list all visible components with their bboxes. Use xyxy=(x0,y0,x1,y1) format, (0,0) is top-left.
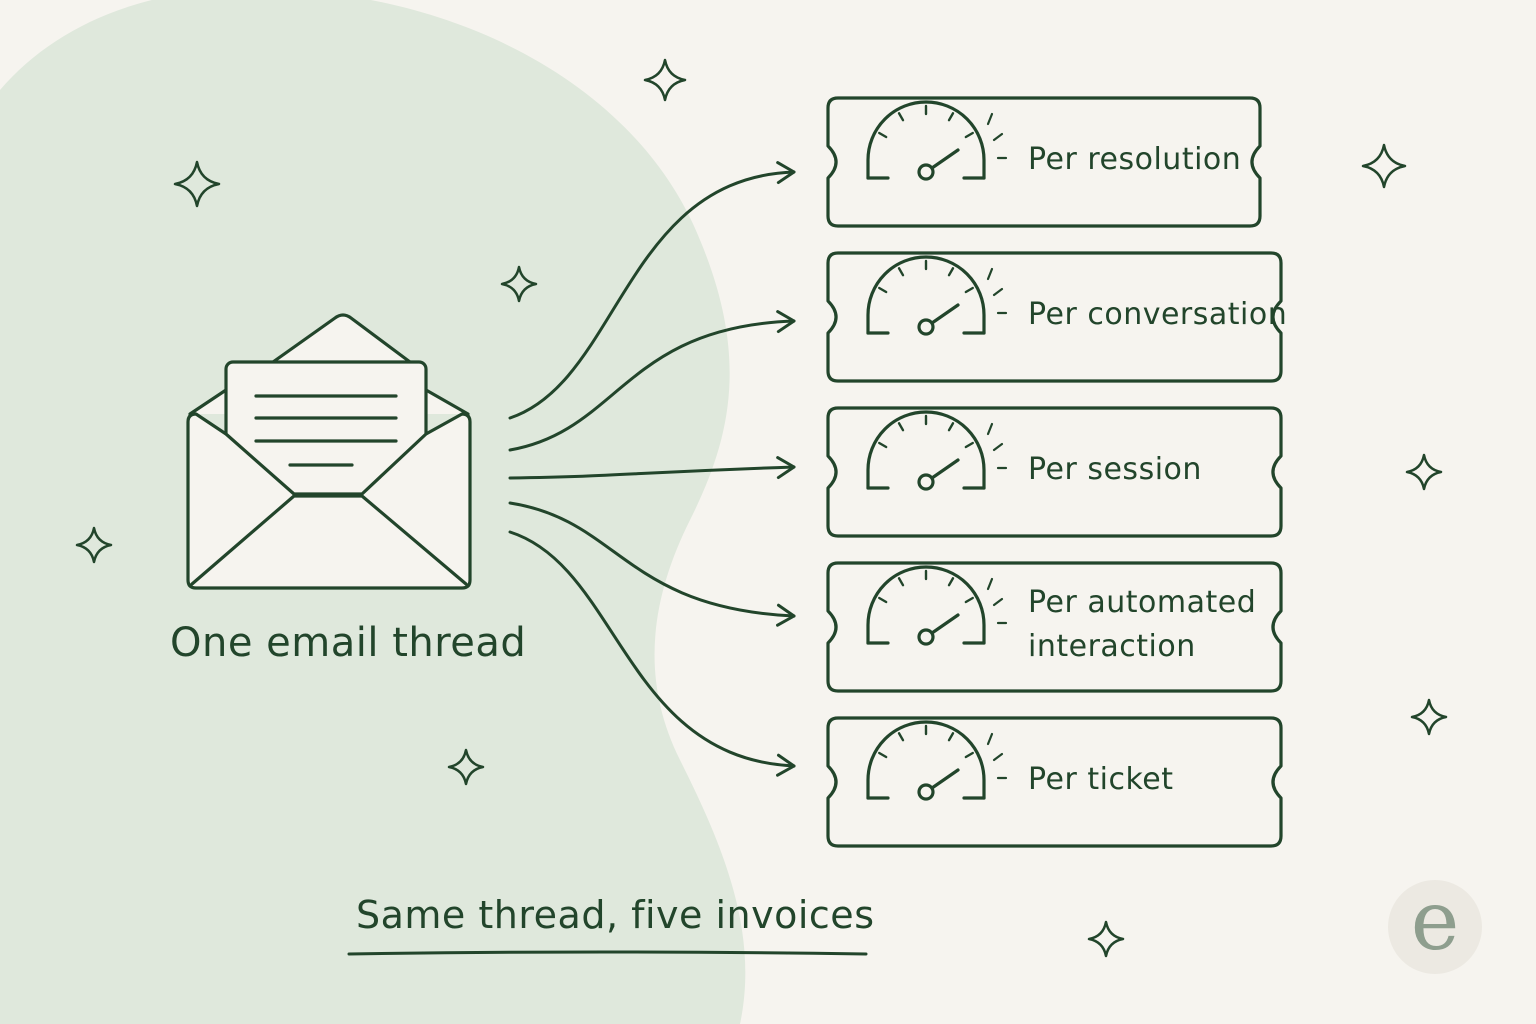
gauge-icon xyxy=(866,565,1008,646)
sparkle-icon xyxy=(500,265,538,303)
connector-arrow xyxy=(508,161,796,420)
envelope-fold xyxy=(190,494,468,586)
pricing-ticket xyxy=(826,406,1283,538)
ticket-outline xyxy=(826,406,1283,538)
sparkle-icon xyxy=(173,160,221,208)
gauge-icon xyxy=(866,255,1008,336)
source-label: One email thread xyxy=(170,620,527,666)
pricing-ticket xyxy=(826,96,1262,228)
sparkle-icon xyxy=(447,748,485,786)
sparkle-icon xyxy=(1405,453,1443,491)
connector-arrow xyxy=(508,530,796,777)
ticket-label: Per session xyxy=(1028,452,1202,487)
caption: Same thread, five invoices xyxy=(356,893,875,937)
ticket-label: Per resolution xyxy=(1028,142,1242,177)
ticket-outline xyxy=(826,561,1283,693)
ticket-outline xyxy=(826,96,1262,228)
brand-logo: e xyxy=(1388,880,1482,974)
ticket-label: Per automated xyxy=(1028,585,1257,620)
pricing-ticket xyxy=(826,561,1283,693)
connector-arrow xyxy=(508,456,796,480)
sparkle-icon xyxy=(1410,698,1448,736)
ticket-outline xyxy=(826,251,1283,383)
pricing-ticket xyxy=(826,251,1283,383)
ticket-label: Per ticket xyxy=(1028,762,1174,797)
logo-letter: e xyxy=(1410,874,1460,969)
connector-arrow xyxy=(508,310,796,452)
gauge-icon xyxy=(866,410,1008,491)
ticket-label: Per conversation xyxy=(1028,297,1288,332)
envelope-icon xyxy=(186,313,472,590)
sparkle-icon xyxy=(1361,143,1407,189)
ticket-outline xyxy=(826,716,1283,848)
sparkle-icon xyxy=(1087,920,1125,958)
sparkle-icon xyxy=(643,58,687,102)
envelope-flap xyxy=(271,313,412,364)
pricing-ticket xyxy=(826,716,1283,848)
sparkle-icon xyxy=(75,526,113,564)
connector-arrow xyxy=(508,501,796,627)
gauge-icon xyxy=(866,720,1008,801)
gauge-icon xyxy=(866,100,1008,181)
ticket-label: interaction xyxy=(1028,629,1196,664)
envelope-body xyxy=(186,412,472,590)
caption-underline xyxy=(347,950,868,956)
